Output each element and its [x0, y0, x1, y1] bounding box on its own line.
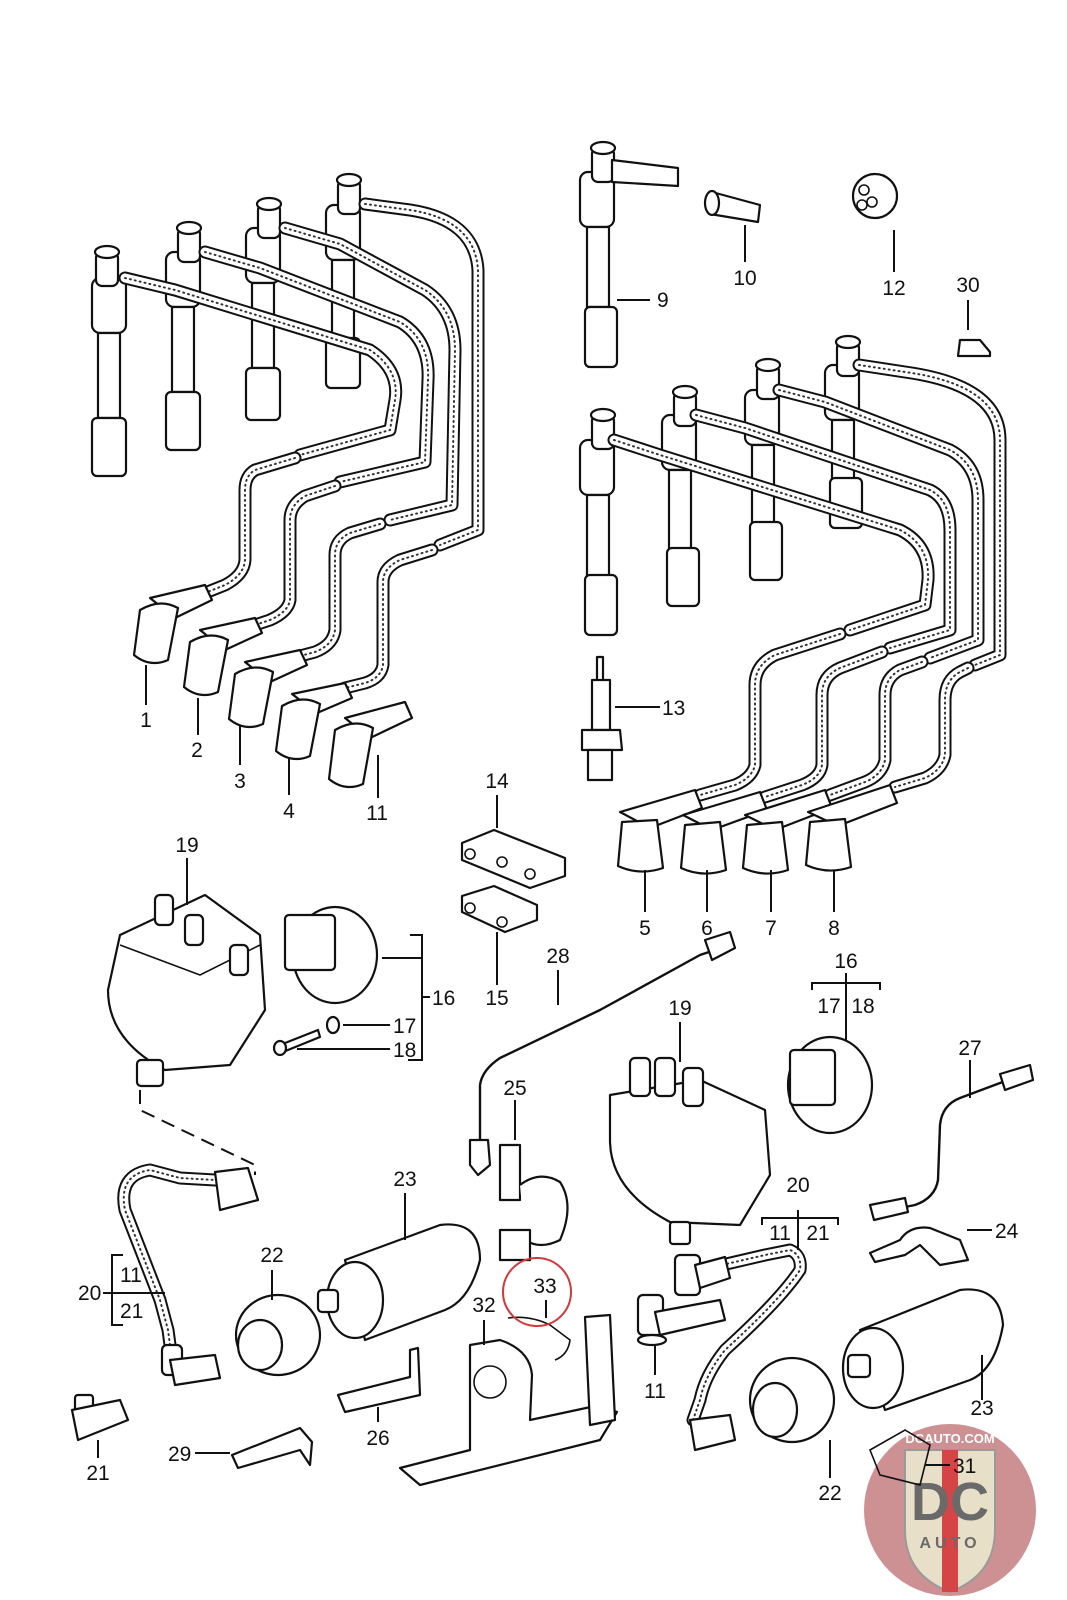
callout-11-coil: 11	[644, 1380, 666, 1403]
callout-5: 5	[639, 917, 651, 940]
part-20-coil-wire-left	[103, 1163, 260, 1387]
dcauto-watermark: DCAUTO.COM DC AUTO	[864, 1424, 1036, 1596]
callout-18-right: 18	[851, 995, 874, 1018]
callout-27: 27	[958, 1037, 981, 1060]
callout-31: 31	[953, 1455, 976, 1478]
part-23-coil-left	[316, 1193, 482, 1342]
watermark-stripe	[942, 1450, 958, 1592]
part-19-distributor-left	[106, 858, 267, 1175]
callout-20-left-21: 21	[120, 1300, 143, 1323]
callout-18-left: 18	[393, 1039, 416, 1062]
part-15-bracket	[460, 884, 539, 985]
callout-14: 14	[485, 770, 509, 793]
callout-22-left: 22	[260, 1244, 283, 1267]
part-24-strap-clip	[868, 1226, 992, 1267]
callout-24: 24	[995, 1220, 1019, 1243]
plug-boot-4	[324, 172, 363, 390]
plug-boot-2	[164, 220, 203, 452]
callout-7: 7	[765, 917, 777, 940]
part-30-clip	[956, 300, 992, 358]
callout-30: 30	[956, 274, 979, 297]
wire-set-left	[90, 172, 485, 798]
callout-26: 26	[366, 1427, 389, 1450]
callout-8: 8	[828, 917, 840, 940]
callout-32: 32	[472, 1294, 495, 1317]
angle-cap-5	[616, 788, 704, 873]
part-32-coil-bracket	[398, 1313, 619, 1487]
callout-13: 13	[662, 697, 685, 720]
watermark-logo-word: AUTO	[919, 1535, 980, 1552]
part-21-connector	[70, 1393, 130, 1458]
watermark-logo-letters: DC	[911, 1472, 989, 1532]
part-20-coil-wire-right	[673, 1210, 839, 1452]
part-26-bracket	[336, 1346, 422, 1422]
watermark-site-text: DCAUTO.COM	[905, 1431, 994, 1446]
callout-1: 1	[140, 709, 152, 732]
callout-16-left: 16	[432, 987, 455, 1010]
callout-22-right: 22	[818, 1482, 841, 1505]
angle-cap-4	[274, 681, 354, 761]
angle-cap-2	[182, 616, 264, 697]
part-33-plate	[507, 1300, 571, 1361]
part-33-highlight-circle	[502, 1257, 572, 1327]
angle-cap-8	[804, 783, 899, 872]
callout-20-right-21: 21	[806, 1222, 829, 1245]
wire-cables-right	[607, 358, 1007, 804]
wire-set-right	[578, 334, 1007, 912]
angle-cap-11	[327, 700, 414, 789]
callout-28: 28	[546, 945, 569, 968]
wire-cables-left	[118, 197, 485, 695]
part-17-washer-left	[325, 1015, 390, 1035]
callout-23-right: 23	[970, 1397, 993, 1420]
plug-boot-3	[244, 196, 283, 422]
callout-19-center: 19	[668, 997, 691, 1020]
plug-boot-1	[90, 244, 128, 478]
part-12-distributor-cap-mini	[851, 172, 899, 272]
plug-boot-r1	[578, 407, 619, 637]
part-18-screw-left	[272, 1028, 390, 1057]
callout-4: 4	[283, 800, 295, 823]
part-16-rotor-plate-right	[786, 973, 881, 1135]
callout-20-left-11: 11	[120, 1264, 142, 1287]
callout-3: 3	[234, 770, 246, 793]
callout-labels: 1 2 3 4 11 9 10 12 30 13 5 6 7 8 14 15 1…	[78, 267, 1019, 1505]
callout-9: 9	[657, 289, 669, 312]
part-28-ground-strap	[468, 930, 737, 1177]
part-22-coil-boot-left	[234, 1270, 322, 1377]
callout-23-left: 23	[393, 1168, 416, 1191]
callout-10: 10	[733, 267, 756, 290]
angle-cap-3	[227, 648, 309, 729]
callout-20-left: 20	[78, 1282, 101, 1305]
callout-20-right: 20	[786, 1174, 809, 1197]
callout-11-wires: 11	[366, 802, 388, 825]
callout-21: 21	[86, 1462, 109, 1485]
part-23-coil-right	[841, 1288, 1005, 1412]
part-27-strap	[868, 1060, 1035, 1222]
callout-12: 12	[882, 277, 905, 300]
angle-cap-1	[132, 583, 214, 665]
callout-19-left: 19	[175, 834, 198, 857]
part-16-rotor-plate-left	[283, 905, 430, 1061]
callout-6: 6	[701, 917, 713, 940]
callout-25: 25	[503, 1077, 526, 1100]
part-19-distributor-center	[608, 1022, 772, 1246]
part-29-bracket	[195, 1426, 314, 1470]
callout-15: 15	[485, 987, 508, 1010]
callout-33: 33	[533, 1275, 556, 1298]
part-9-plug-connector	[578, 140, 680, 369]
part-25-clamp	[498, 1100, 569, 1262]
part-22-coil-boot-right	[748, 1356, 836, 1478]
part-13-spark-plug	[580, 655, 660, 782]
callout-17-left: 17	[393, 1015, 416, 1038]
part-10-adapter	[703, 189, 762, 262]
callout-2: 2	[191, 739, 203, 762]
callout-17-right: 17	[817, 995, 840, 1018]
part-11-coil-cap	[636, 1293, 727, 1375]
callout-29: 29	[168, 1443, 191, 1466]
callout-16-right: 16	[834, 950, 857, 973]
part-14-bracket	[460, 795, 567, 890]
callout-20-right-11: 11	[769, 1222, 791, 1245]
